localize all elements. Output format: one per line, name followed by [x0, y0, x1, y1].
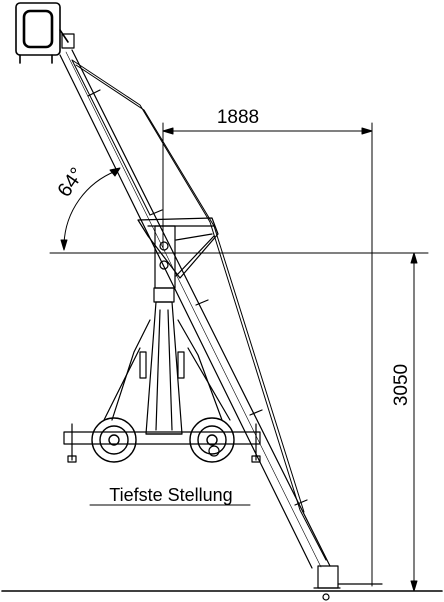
tower-mast [103, 287, 231, 435]
wheel-right [189, 417, 235, 463]
caption-label: Tiefste Stellung [109, 485, 232, 505]
wheel-left [91, 417, 137, 463]
pivot-head [137, 217, 219, 289]
height-dimension-label: 3050 [391, 364, 412, 406]
reach-dimension [162, 122, 373, 587]
reach-dimension-label: 1888 [217, 107, 259, 128]
angle-arc [60, 167, 121, 251]
boom [59, 49, 331, 569]
camera-head [15, 2, 75, 64]
boom-end-counterweight [313, 565, 383, 601]
tension-cables [71, 59, 327, 561]
height-dimension [410, 252, 418, 592]
angle-label: 64° [53, 164, 88, 201]
trailer-chassis [63, 423, 261, 463]
